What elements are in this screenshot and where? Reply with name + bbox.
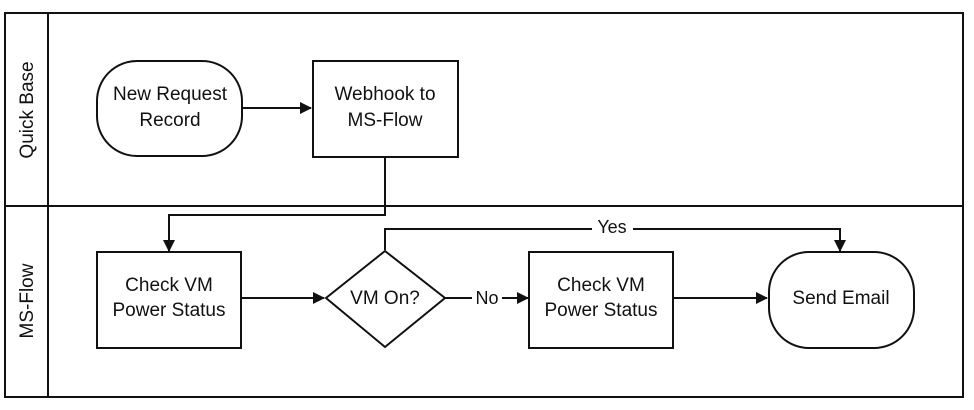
node-check-vm-2: Check VM Power Status bbox=[528, 251, 674, 349]
edge-label-no: No bbox=[475, 288, 498, 308]
node-webhook-line-2: MS-Flow bbox=[348, 110, 423, 131]
node-check-vm-2-line-2: Power Status bbox=[545, 300, 658, 321]
node-check-vm-2-line-1: Check VM bbox=[557, 275, 645, 296]
node-vm-on-label: VM On? bbox=[350, 288, 420, 309]
lane-label-quick-base: Quick Base bbox=[17, 61, 38, 158]
process-shape bbox=[96, 251, 242, 349]
decision-shape bbox=[324, 249, 447, 349]
edges bbox=[163, 102, 840, 298]
node-new-request: New Request Record bbox=[96, 60, 243, 157]
node-new-request-line-1: New Request bbox=[113, 84, 228, 105]
terminator-shape bbox=[96, 60, 243, 157]
node-check-vm-1: Check VM Power Status bbox=[96, 251, 242, 349]
lane-quick-base: Quick Base bbox=[17, 61, 38, 158]
lane-ms-flow: MS-Flow bbox=[17, 263, 38, 338]
node-vm-on: VM On? bbox=[324, 249, 447, 349]
terminator-shape bbox=[768, 251, 915, 349]
node-send-email: Send Email bbox=[768, 251, 915, 349]
lane-label-ms-flow: MS-Flow bbox=[17, 263, 38, 338]
edge-label-yes: Yes bbox=[597, 217, 626, 237]
node-new-request-line-2: Record bbox=[139, 110, 200, 131]
node-send-email-label: Send Email bbox=[792, 288, 889, 309]
edge-webhook-to-check-vm-1 bbox=[163, 157, 386, 252]
node-webhook-line-1: Webhook to bbox=[334, 84, 435, 105]
edge-vm-on-to-send-email bbox=[384, 228, 840, 251]
process-shape bbox=[312, 60, 459, 158]
pool bbox=[4, 12, 964, 398]
node-check-vm-1-line-2: Power Status bbox=[113, 300, 226, 321]
node-webhook: Webhook to MS-Flow bbox=[312, 60, 459, 158]
process-shape bbox=[528, 251, 674, 349]
node-check-vm-1-line-1: Check VM bbox=[125, 275, 213, 296]
